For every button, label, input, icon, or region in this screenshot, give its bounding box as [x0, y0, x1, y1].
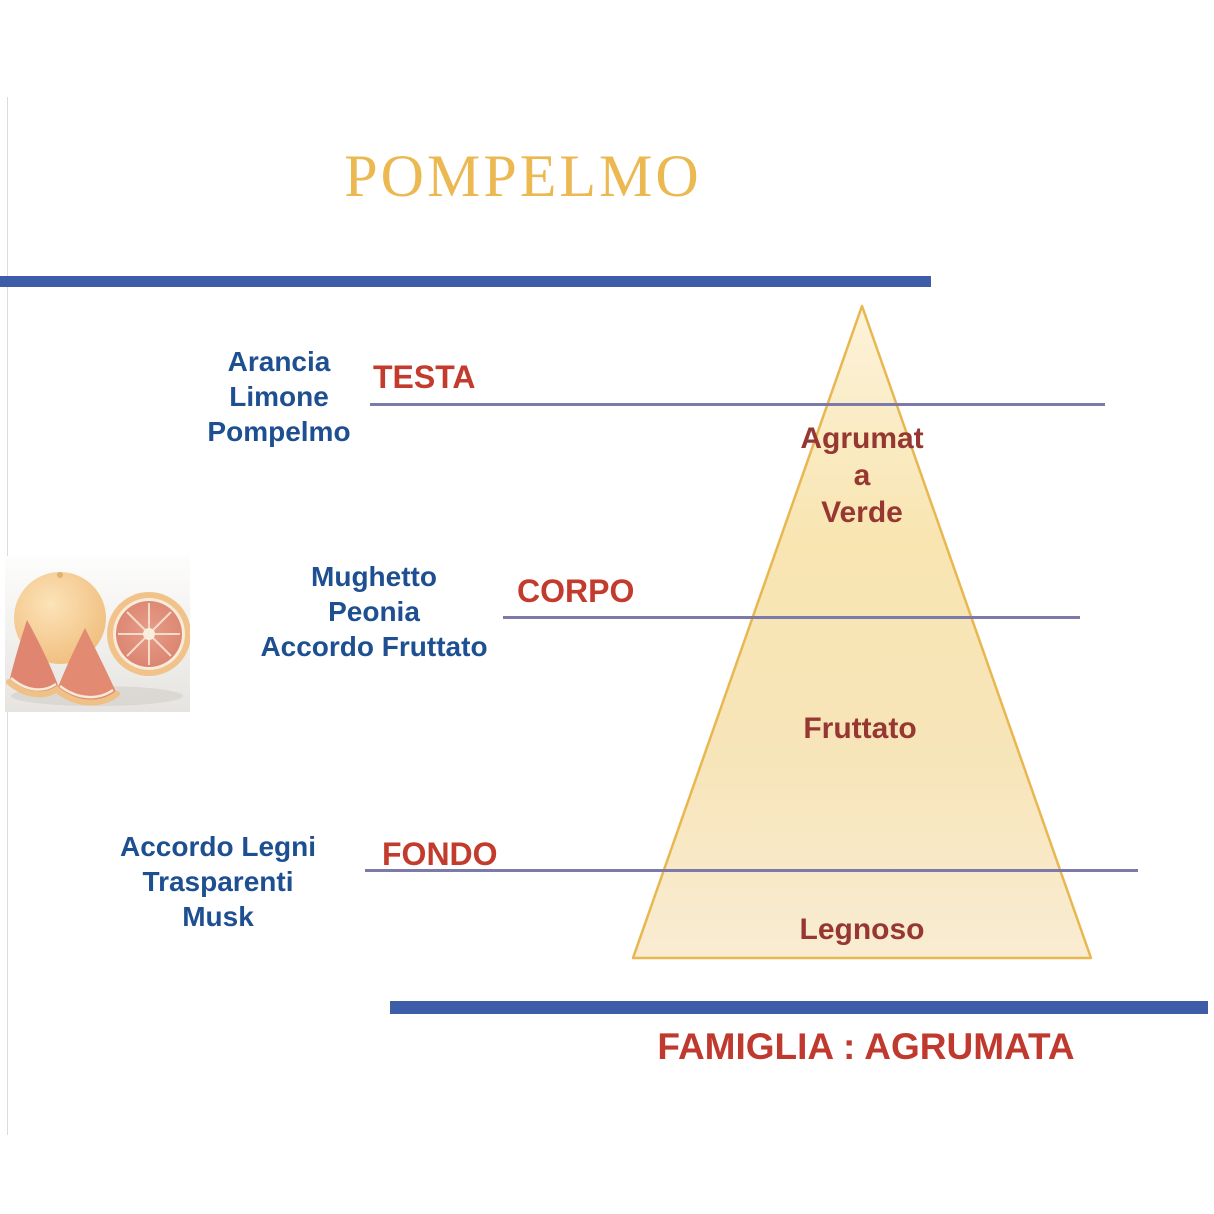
top-accent-bar — [0, 276, 931, 287]
top-note: Pompelmo — [207, 416, 351, 447]
grapefruit-half — [107, 592, 190, 676]
pyramid-facet-heart: Fruttato — [803, 712, 917, 745]
testa-divider-line — [370, 403, 1105, 406]
heart-note: Peonia — [328, 596, 420, 627]
testa-label: TESTA — [373, 359, 476, 395]
heart-notes-list: Mughetto Peonia Accordo Fruttato — [214, 559, 534, 664]
top-notes-list: Arancia Limone Pompelmo — [169, 344, 389, 449]
base-note: Trasparenti — [142, 866, 294, 897]
top-note: Arancia — [227, 346, 331, 377]
fragrance-title: POMPELMO — [344, 143, 702, 209]
family-label: FAMIGLIA : AGRUMATA — [657, 1026, 1075, 1067]
base-notes-list: Accordo Legni Trasparenti Musk — [68, 829, 368, 934]
corpo-label: CORPO — [517, 573, 635, 609]
bottom-accent-bar — [390, 1001, 1208, 1014]
pyramid-facet-top: Agrumat a Verde — [800, 422, 924, 529]
grapefruit-image — [5, 556, 190, 712]
pyramid-facet-base: Legnoso — [799, 913, 925, 946]
top-note: Limone — [229, 381, 329, 412]
heart-note: Mughetto — [311, 561, 437, 592]
base-note: Musk — [182, 901, 254, 932]
heart-note: Accordo Fruttato — [260, 631, 488, 662]
grapefruit-wedge — [54, 628, 120, 706]
corpo-divider-line — [503, 616, 1080, 619]
grapefruit-wedge — [6, 620, 62, 698]
base-note: Accordo Legni — [119, 831, 316, 862]
fondo-label: FONDO — [382, 836, 498, 872]
